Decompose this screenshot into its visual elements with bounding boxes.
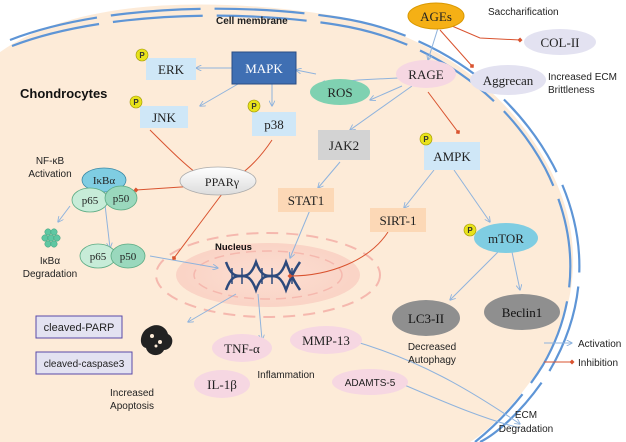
- sirt1-label: SIRT-1: [379, 213, 416, 228]
- node-jak2: JAK2: [318, 130, 370, 160]
- ros-label: ROS: [327, 85, 352, 100]
- lc3-label: LC3-II: [408, 311, 444, 326]
- autophagy-note-1: Decreased: [408, 342, 456, 353]
- node-aggrecan: Aggrecan: [470, 65, 546, 95]
- ikba-label: IκBα: [93, 175, 116, 187]
- node-ros: ROS: [310, 79, 370, 105]
- svg-text:P: P: [133, 98, 139, 107]
- col2-label: COL-II: [541, 35, 580, 50]
- node-ikba-complex: IκBα p65 p50: [71, 167, 138, 213]
- rage-label: RAGE: [408, 67, 443, 82]
- svg-text:P: P: [467, 226, 473, 235]
- svg-text:P: P: [423, 135, 429, 144]
- node-rage: RAGE: [396, 60, 456, 88]
- p38-label: p38: [264, 117, 284, 132]
- legend: Activation Inhibition: [544, 339, 621, 369]
- nfkb-note-2: Activation: [28, 169, 71, 180]
- apoptosis-note-1: Increased: [110, 388, 154, 399]
- node-mmp13: MMP-13: [290, 326, 362, 354]
- jnk-label: JNK: [152, 110, 176, 125]
- phospho-badge-icon: P: [247, 99, 261, 113]
- nucleus-label: Nucleus: [215, 242, 252, 253]
- inflammation-note: Inflammation: [257, 370, 314, 381]
- apoptotic-cell-icon: [140, 325, 173, 356]
- beclin-label: Beclin1: [502, 305, 542, 320]
- node-jnk: JNK: [140, 106, 188, 128]
- erk-label: ERK: [158, 62, 185, 77]
- cell-label: Chondrocytes: [20, 86, 107, 101]
- degraded-ikba-icon: [41, 228, 61, 248]
- node-free-nfkb: p65 p50: [79, 243, 146, 269]
- node-p38: p38: [252, 112, 296, 136]
- node-il1b: IL-1β: [194, 370, 250, 398]
- adamts5-label: ADAMTS-5: [345, 378, 396, 389]
- node-erk: ERK: [146, 58, 196, 80]
- phospho-badge-icon: P: [129, 95, 143, 109]
- node-cleaved-parp: cleaved-PARP: [35, 315, 123, 339]
- tnfa-label: TNF-α: [224, 341, 260, 356]
- node-mtor: mTOR: [474, 223, 538, 253]
- p50-free-label: p50: [120, 251, 137, 263]
- node-tnfa: TNF-α: [212, 334, 272, 362]
- membrane-label: Cell membrane: [216, 16, 288, 27]
- phospho-badge-icon: P: [135, 48, 149, 62]
- node-ppar: PPARγ: [179, 166, 257, 196]
- node-cleaved-casp3: cleaved-caspase3: [35, 351, 133, 375]
- legend-activation: Activation: [578, 339, 621, 350]
- node-ampk: AMPK: [424, 142, 480, 170]
- mapk-label: MAPK: [245, 61, 283, 76]
- stat1-label: STAT1: [288, 193, 325, 208]
- ecm-brittle-note-2: Brittleness: [548, 85, 595, 96]
- ikba-deg-note-1: IκBα: [40, 256, 60, 267]
- connectors: [58, 25, 523, 429]
- p50-complex-label: p50: [113, 193, 130, 205]
- node-adamts5: ADAMTS-5: [332, 369, 408, 395]
- aggrecan-label: Aggrecan: [483, 73, 534, 88]
- mmp13-label: MMP-13: [302, 333, 350, 348]
- node-beclin: Beclin1: [484, 294, 560, 330]
- svg-text:P: P: [139, 51, 145, 60]
- mtor-label: mTOR: [488, 231, 524, 246]
- cleaved-parp-label: cleaved-PARP: [44, 322, 115, 334]
- jak2-label: JAK2: [329, 138, 359, 153]
- node-sirt1: SIRT-1: [370, 208, 426, 232]
- autophagy-note-2: Autophagy: [408, 355, 456, 366]
- node-mapk: MAPK: [231, 51, 297, 85]
- il1b-label: IL-1β: [207, 377, 237, 392]
- node-col2: COL-II: [524, 29, 596, 55]
- svg-text:P: P: [251, 102, 257, 111]
- p65-free-label: p65: [90, 251, 107, 263]
- apoptosis-note-2: Apoptosis: [110, 401, 154, 412]
- ecm-brittle-note-1: Increased ECM: [548, 72, 617, 83]
- ages-label: AGEs: [420, 9, 452, 24]
- ppar-label: PPARγ: [205, 175, 240, 189]
- node-stat1: STAT1: [278, 188, 334, 212]
- ampk-label: AMPK: [433, 149, 471, 164]
- saccharification-note: Saccharification: [488, 7, 559, 18]
- ikba-deg-note-2: Degradation: [23, 269, 77, 280]
- node-lc3: LC3-II: [392, 300, 460, 336]
- ecm-deg-note-1: ECM: [515, 410, 537, 421]
- cleaved-casp3-label: cleaved-caspase3: [44, 359, 125, 370]
- p65-complex-label: p65: [82, 195, 99, 207]
- legend-inhibition: Inhibition: [578, 358, 618, 369]
- phospho-badge-icon: P: [463, 223, 477, 237]
- ecm-deg-note-2: Degradation: [499, 424, 553, 435]
- node-ages: AGEs: [407, 2, 465, 30]
- nfkb-note-1: NF-κB: [36, 156, 65, 167]
- phospho-badge-icon: P: [419, 132, 433, 146]
